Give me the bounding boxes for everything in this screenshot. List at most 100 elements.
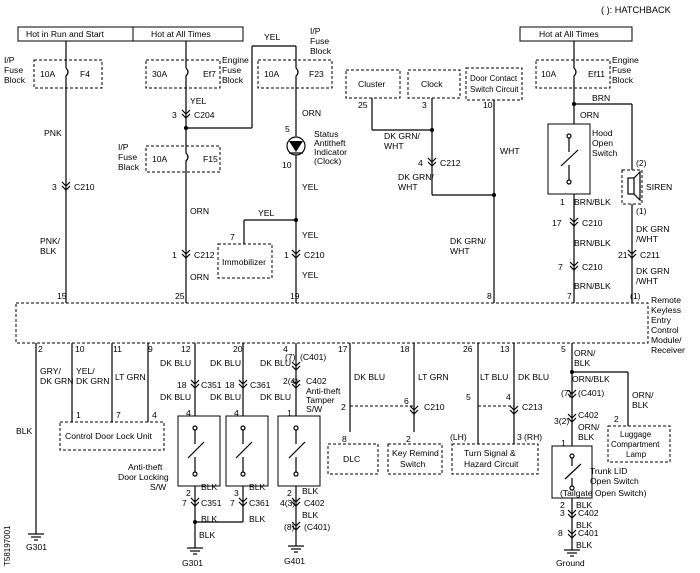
siren: (2) SIREN (1) DK GRN /WHT 21 C211 DK GRN… bbox=[618, 104, 672, 301]
svg-text:WHT: WHT bbox=[500, 146, 520, 156]
wire-hood-switch: BRN ORN 2 1 BRN/BLK 17 C210 BRN/BLK 7 C2… bbox=[547, 41, 632, 301]
svg-text:Ef7: Ef7 bbox=[203, 69, 216, 79]
svg-text:21: 21 bbox=[618, 250, 628, 260]
svg-text:Trunk LID: Trunk LID bbox=[590, 466, 627, 476]
wire-switch-grounds-g301: 2 BLK 7 C351 BLK 3 BLK 7 C361 BLK BLK G3… bbox=[182, 482, 270, 568]
svg-text:2: 2 bbox=[186, 488, 191, 498]
svg-text:ORN/: ORN/ bbox=[574, 348, 596, 358]
svg-text:C210: C210 bbox=[582, 218, 603, 228]
svg-text:4: 4 bbox=[418, 158, 423, 168]
svg-text:WHT: WHT bbox=[398, 182, 418, 192]
svg-text:Hot at All Times: Hot at All Times bbox=[539, 29, 599, 39]
svg-text:3: 3 bbox=[422, 100, 427, 110]
svg-text:BRN/BLK: BRN/BLK bbox=[574, 281, 611, 291]
tamper-switch bbox=[277, 415, 321, 487]
svg-text:3: 3 bbox=[172, 110, 177, 120]
svg-text:3: 3 bbox=[52, 182, 57, 192]
svg-text:DK BLU: DK BLU bbox=[160, 358, 191, 368]
fuse-f15: 10A F15 bbox=[145, 145, 221, 173]
svg-text:C210: C210 bbox=[582, 262, 603, 272]
wire-tamper: 4 DK BLU (7) (C401) 2(4) C402 DK BLU 1 bbox=[260, 343, 327, 418]
svg-text:LT GRN: LT GRN bbox=[115, 372, 146, 382]
svg-text:YEL: YEL bbox=[190, 96, 206, 106]
svg-text:4: 4 bbox=[506, 392, 511, 402]
svg-text:15: 15 bbox=[57, 291, 67, 301]
svg-text:Control: Control bbox=[651, 325, 679, 335]
svg-text:BLK: BLK bbox=[249, 482, 266, 492]
svg-text:DK GRN/: DK GRN/ bbox=[398, 172, 434, 182]
side-code: T58197001 bbox=[3, 525, 12, 566]
svg-text:SIREN: SIREN bbox=[646, 182, 672, 192]
svg-text:BLK: BLK bbox=[249, 514, 266, 524]
svg-text:4: 4 bbox=[283, 344, 288, 354]
svg-text:Receiver: Receiver bbox=[651, 345, 685, 355]
svg-text:11: 11 bbox=[113, 344, 122, 354]
svg-text:C351: C351 bbox=[201, 380, 222, 390]
svg-text:Ground: Ground bbox=[556, 558, 585, 568]
svg-text:Fuse: Fuse bbox=[4, 65, 23, 75]
anti-theft-switch-1 bbox=[177, 415, 221, 487]
svg-text:19: 19 bbox=[290, 291, 300, 301]
svg-text:10: 10 bbox=[75, 344, 85, 354]
svg-text:Fuse: Fuse bbox=[118, 152, 137, 162]
svg-text:5: 5 bbox=[285, 124, 290, 134]
svg-text:(1): (1) bbox=[636, 206, 647, 216]
svg-text:ORN/BLK: ORN/BLK bbox=[572, 374, 610, 384]
svg-text:1: 1 bbox=[561, 438, 566, 448]
svg-text:DK GRN: DK GRN bbox=[636, 224, 669, 234]
svg-text:(1): (1) bbox=[630, 291, 641, 301]
svg-text:Fuse: Fuse bbox=[222, 65, 241, 75]
svg-text:WHT: WHT bbox=[450, 246, 470, 256]
wire-trunk: 5 ORN/ BLK ORN/ BLK 2 ORN/BLK (7) (C401)… bbox=[554, 343, 654, 448]
svg-text:BLK: BLK bbox=[199, 530, 216, 540]
svg-text:25: 25 bbox=[175, 291, 185, 301]
svg-text:(LH): (LH) bbox=[450, 432, 467, 442]
svg-text:YEL: YEL bbox=[302, 230, 318, 240]
svg-text:4: 4 bbox=[152, 410, 157, 420]
svg-text:(7): (7) bbox=[285, 352, 296, 362]
svg-text:I/P: I/P bbox=[4, 55, 15, 65]
immobilizer: YEL 7 Immobilizer bbox=[217, 208, 296, 279]
svg-text:Immobilizer: Immobilizer bbox=[222, 257, 266, 267]
svg-text:BLK: BLK bbox=[201, 482, 218, 492]
svg-text:C212: C212 bbox=[194, 250, 215, 260]
dlc-box: DLC bbox=[327, 443, 379, 475]
svg-text:2: 2 bbox=[341, 402, 346, 412]
svg-text:Remote: Remote bbox=[651, 295, 681, 305]
svg-text:7: 7 bbox=[230, 498, 235, 508]
ip-fuse-block-label-f23: I/P Fuse Block bbox=[310, 26, 332, 56]
svg-text:1: 1 bbox=[76, 410, 81, 420]
svg-text:YEL: YEL bbox=[302, 182, 318, 192]
fuse-f23: 10A F23 bbox=[257, 59, 333, 89]
svg-text:20: 20 bbox=[233, 344, 243, 354]
svg-text:1: 1 bbox=[284, 250, 289, 260]
svg-text:DK BLU: DK BLU bbox=[260, 358, 291, 368]
svg-text:(8): (8) bbox=[284, 522, 295, 532]
svg-text:10: 10 bbox=[483, 100, 493, 110]
svg-text:2: 2 bbox=[406, 434, 411, 444]
svg-text:Switch: Switch bbox=[592, 148, 618, 158]
svg-text:WHT: WHT bbox=[384, 141, 404, 151]
svg-text:DK GRN: DK GRN bbox=[76, 376, 109, 386]
svg-text:YEL: YEL bbox=[258, 208, 274, 218]
svg-text:7: 7 bbox=[558, 262, 563, 272]
svg-text:DK BLU: DK BLU bbox=[518, 372, 549, 382]
svg-text:10A: 10A bbox=[152, 154, 168, 164]
svg-text:Switch Circuit: Switch Circuit bbox=[470, 85, 519, 94]
wire-orn-f15: ORN 1 C212 ORN 25 bbox=[172, 172, 215, 301]
svg-text:1: 1 bbox=[172, 250, 177, 260]
svg-text:(C401): (C401) bbox=[304, 522, 330, 532]
svg-text:DK GRN: DK GRN bbox=[40, 376, 73, 386]
svg-text:BLK: BLK bbox=[578, 432, 595, 442]
svg-text:ORN: ORN bbox=[580, 110, 599, 120]
svg-text:10A: 10A bbox=[264, 69, 280, 79]
wire-yel-ef7: YEL 3 C204 YEL bbox=[172, 32, 297, 146]
svg-text:7: 7 bbox=[116, 410, 121, 420]
svg-text:(C401): (C401) bbox=[578, 388, 604, 398]
svg-text:(Tailgate Open Switch): (Tailgate Open Switch) bbox=[560, 488, 647, 498]
svg-text:/WHT: /WHT bbox=[636, 234, 659, 244]
svg-text:F15: F15 bbox=[203, 154, 218, 164]
svg-text:BLK: BLK bbox=[16, 426, 33, 436]
wire-key-remind: 18 LT GRN 6 C210 2 bbox=[400, 343, 449, 444]
